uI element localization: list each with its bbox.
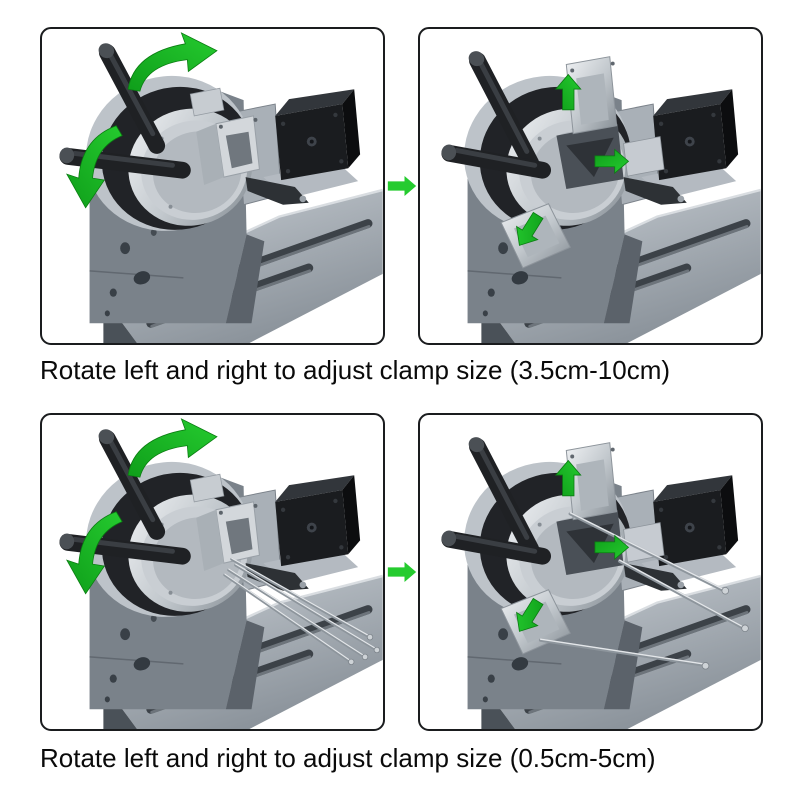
instruction-row-clamp-small [40,413,763,731]
arrow-right-icon [387,176,416,196]
caption-clamp-size-small: Rotate left and right to adjust clamp si… [40,743,656,773]
rotary-machine-rods-illustration [42,415,383,729]
transition-column [385,413,418,731]
panel-rotate-handles-large [40,27,385,345]
rotary-machine-jaws-open-illustration [420,29,761,343]
rotary-machine [68,443,383,729]
rotary-machine-jaws-open-rods-illustration [420,415,761,729]
rotary-machine [68,57,383,343]
panel-jaws-expanded-large [418,27,763,345]
arrow-right-icon [387,562,416,582]
caption-clamp-size-large: Rotate left and right to adjust clamp si… [40,355,671,385]
panel-jaws-expanded-small [418,413,763,731]
panel-rotate-handles-small [40,413,385,731]
instruction-row-clamp-large [40,27,763,345]
transition-column [385,27,418,345]
rotary-machine-handles-illustration [42,29,383,343]
